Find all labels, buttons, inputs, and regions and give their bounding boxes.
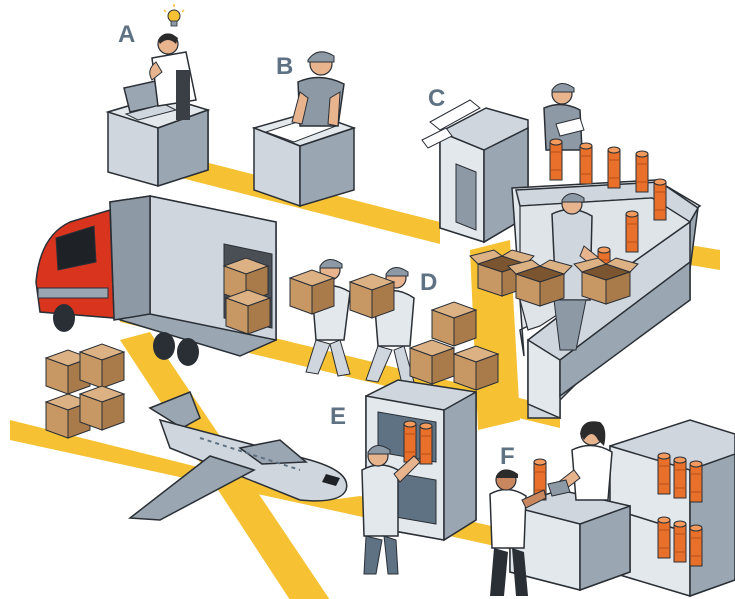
label-e: E bbox=[330, 403, 346, 430]
label-c: C bbox=[428, 85, 445, 112]
label-b: B bbox=[276, 53, 293, 80]
box-stack-left bbox=[46, 344, 124, 438]
label-d: D bbox=[420, 269, 437, 296]
label-f: F bbox=[500, 443, 515, 470]
station-e-shelf bbox=[362, 380, 476, 574]
truck-icon bbox=[36, 196, 276, 366]
station-b-packing bbox=[254, 52, 354, 206]
label-a: A bbox=[118, 21, 135, 48]
station-f-retail bbox=[490, 420, 735, 596]
lightbulb-icon bbox=[164, 4, 184, 26]
